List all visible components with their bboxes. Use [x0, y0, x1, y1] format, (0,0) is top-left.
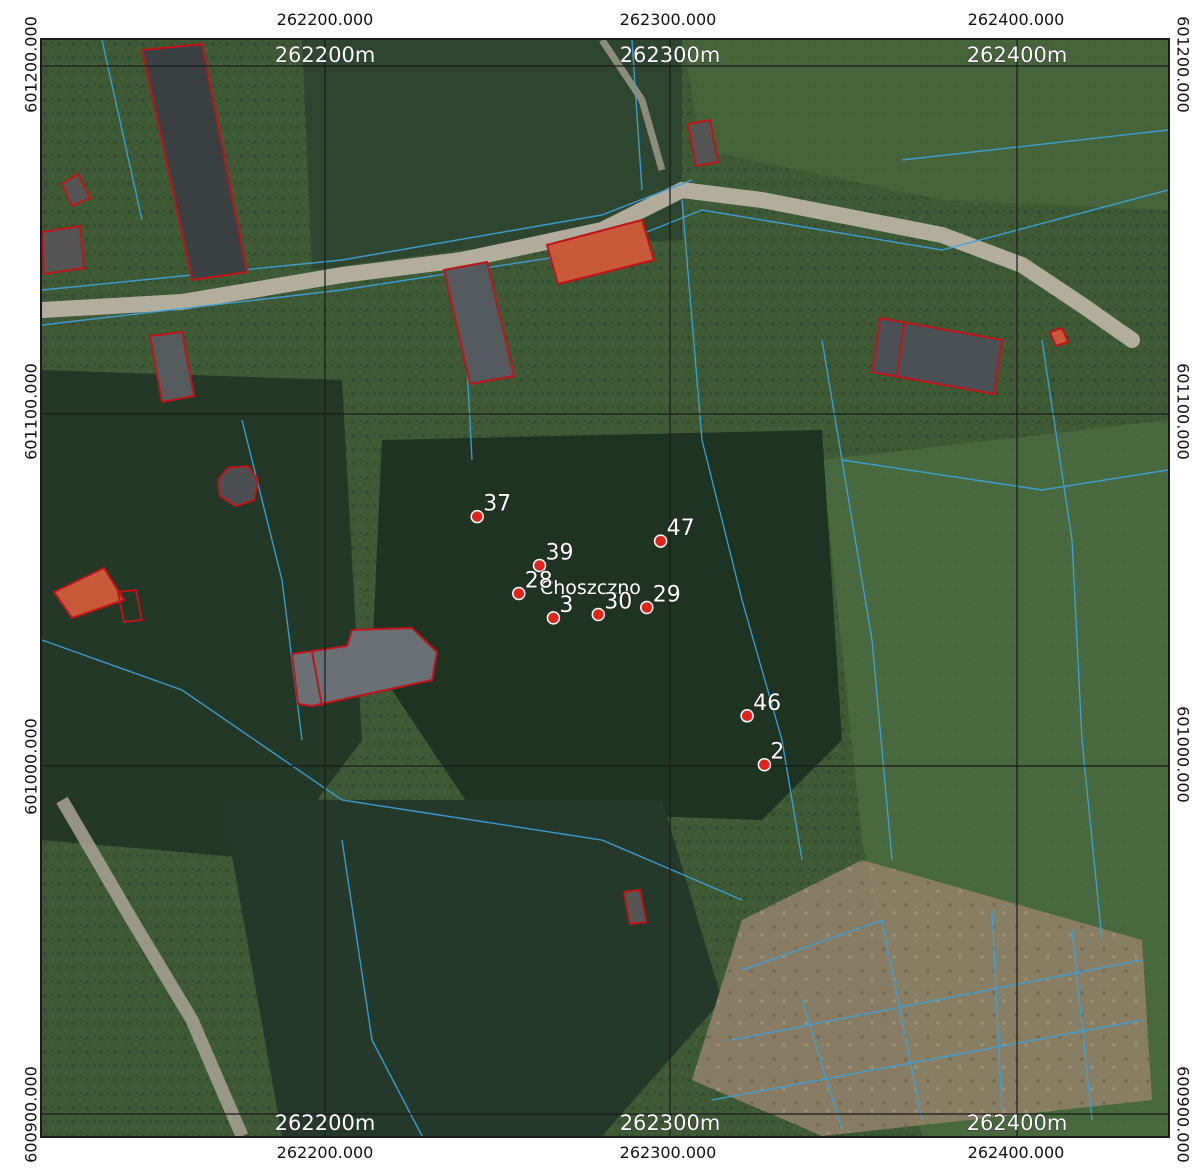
coordinate-grid [42, 40, 1168, 1136]
building-tiny-east [1048, 326, 1070, 348]
frame-coord-x-top-2: 262300.000 [619, 10, 717, 29]
building-octagon [216, 464, 260, 508]
frame-coord-x-top-1: 262200.000 [276, 10, 374, 29]
frame-coord-x-bottom-2: 262300.000 [619, 1143, 717, 1162]
grid-label-top-3: 262400m [967, 43, 1068, 67]
frame-coord-y-right-1: 601200.000 [1173, 16, 1193, 113]
forest-north [302, 40, 682, 270]
building-tiny-nw [42, 172, 92, 276]
frame-coord-y-right-4: 600900.000 [1173, 1066, 1193, 1163]
building-red-roof [545, 218, 656, 286]
grid-label-bottom-1: 262200m [275, 1111, 376, 1135]
frame-coord-x-top-3: 262400.000 [967, 10, 1065, 29]
survey-point-47[interactable] [653, 534, 668, 548]
grid-label-bottom-2: 262300m [620, 1111, 721, 1135]
survey-point-label-3: 3 [559, 593, 573, 618]
buildings [42, 42, 1070, 926]
map-frame[interactable]: 262200m 262300m 262400m 262200m 262300m … [40, 38, 1170, 1138]
survey-point-37[interactable] [470, 509, 484, 524]
survey-point-2[interactable] [757, 757, 772, 772]
survey-point-label-30: 30 [604, 590, 632, 615]
forest-west [42, 370, 362, 860]
frame-coord-y-right-3: 601000.000 [1173, 706, 1193, 803]
frame-coord-y-left-3: 601000.000 [21, 718, 41, 815]
survey-points: 37 47 39 283 30 29 46 2 [470, 491, 785, 772]
place-name-label: Choszczno [540, 577, 641, 599]
building-central-long [442, 260, 516, 386]
survey-point-39[interactable] [532, 558, 547, 573]
survey-point-label-46: 46 [753, 691, 781, 716]
building-small-south [622, 888, 648, 926]
frame-coord-y-right-2: 601100.000 [1173, 363, 1193, 460]
grid-label-bottom-3: 262400m [967, 1111, 1068, 1135]
survey-point-label-39: 39 [546, 541, 574, 566]
grid-labels: 262200m 262300m 262400m 262200m 262300m … [274, 43, 1068, 1136]
building-southwest [290, 626, 439, 708]
building-red-west [52, 566, 144, 624]
forest-south [222, 800, 722, 1136]
survey-point-label-2: 2 [770, 740, 784, 765]
survey-point-label-47: 47 [667, 516, 695, 541]
allotment-gardens [692, 860, 1152, 1136]
frame-coord-y-left-2: 601100.000 [21, 363, 41, 460]
frame-coord-x-bottom-3: 262400.000 [967, 1143, 1065, 1162]
frame-coord-y-left-4: 600900.000 [21, 1066, 41, 1163]
survey-point-label-28: 28 [525, 569, 553, 594]
survey-point-label-37: 37 [483, 492, 511, 517]
southwest-road [56, 796, 248, 1136]
building-long-north [140, 42, 249, 282]
grid-label-top-1: 262200m [275, 43, 376, 67]
survey-point-46[interactable] [740, 709, 754, 723]
frame-coord-y-left-1: 601200.000 [21, 16, 41, 113]
map-canvas[interactable]: 262200m 262300m 262400m 262200m 262300m … [42, 40, 1168, 1136]
frame-coord-x-bottom-1: 262200.000 [276, 1143, 374, 1162]
survey-point-3[interactable] [546, 611, 561, 625]
survey-point-30[interactable] [591, 607, 606, 622]
grid-label-top-2: 262300m [620, 43, 721, 67]
meadow-northeast [682, 40, 1168, 210]
survey-point-label-29: 29 [653, 583, 681, 608]
main-road [42, 181, 1140, 348]
north-track [599, 40, 666, 171]
building-east [870, 316, 1004, 396]
survey-point-29[interactable] [640, 600, 654, 615]
building-small-west [148, 330, 196, 404]
building-small-north [686, 118, 720, 168]
survey-point-28[interactable] [512, 586, 526, 601]
